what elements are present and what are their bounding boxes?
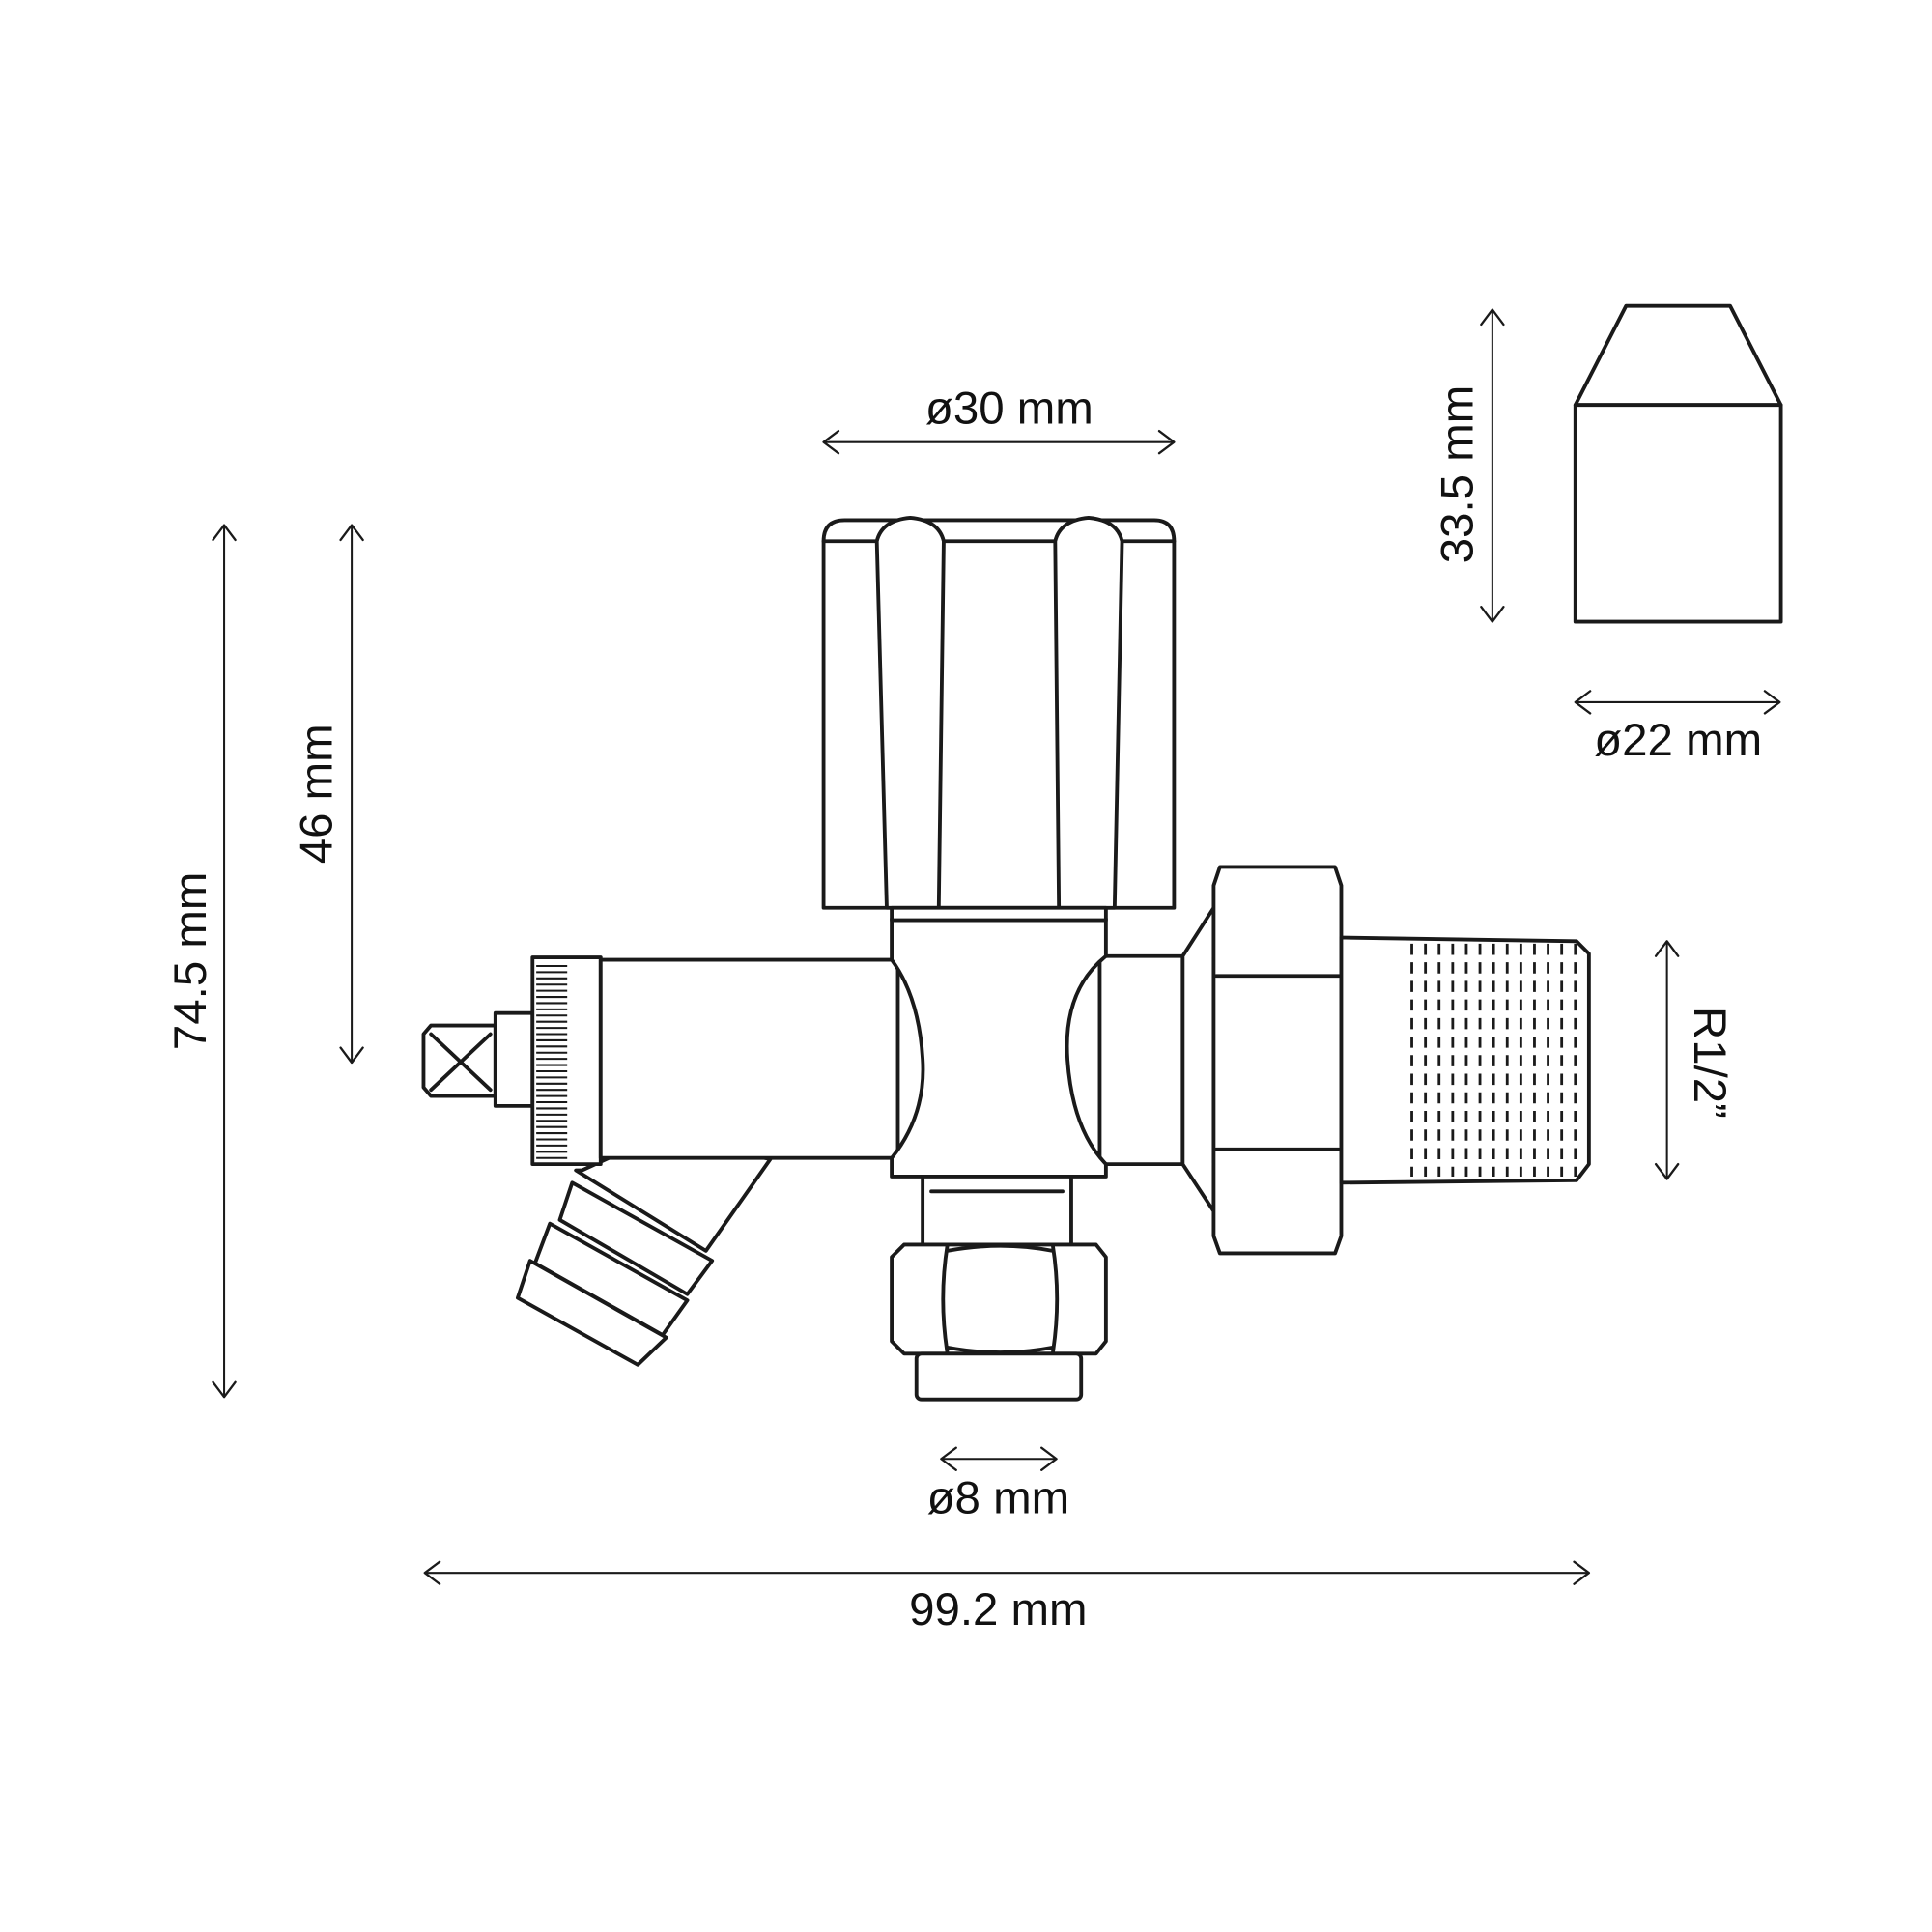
dimension-total-height: 74.5 mm xyxy=(165,524,237,1399)
union-hex-nut xyxy=(1211,865,1344,1256)
dimension-thread: R1/2” xyxy=(1654,940,1735,1180)
knob-height-label: 46 mm xyxy=(292,724,343,864)
dimension-cap-height: 33.5 mm xyxy=(1432,308,1505,623)
handwheel-knob xyxy=(821,515,1177,923)
dimension-knob-diameter: ø30 mm xyxy=(822,383,1176,455)
dimension-total-width: 99.2 mm xyxy=(423,1560,1591,1635)
total-width-label: 99.2 mm xyxy=(909,1584,1087,1635)
drain-outlet xyxy=(515,1140,773,1367)
cap-height-label: 33.5 mm xyxy=(1432,385,1483,563)
dimension-pipe-diameter: ø8 mm xyxy=(927,1446,1070,1524)
pipe-diameter-label: ø8 mm xyxy=(927,1473,1070,1524)
knurled-ring xyxy=(536,964,568,1159)
dimension-cap-diameter: ø22 mm xyxy=(1574,690,1781,766)
valve-body-drawing xyxy=(421,515,1591,1402)
threaded-tail xyxy=(1339,935,1591,1185)
knob-diameter-label: ø30 mm xyxy=(925,383,1094,434)
dimension-knob-height: 46 mm xyxy=(292,524,364,1065)
cap-diameter-label: ø22 mm xyxy=(1594,715,1762,766)
thread-label: R1/2” xyxy=(1684,1007,1735,1119)
total-height-label: 74.5 mm xyxy=(165,872,216,1050)
compression-fitting xyxy=(890,1175,1108,1402)
cap-drawing xyxy=(1573,303,1783,624)
